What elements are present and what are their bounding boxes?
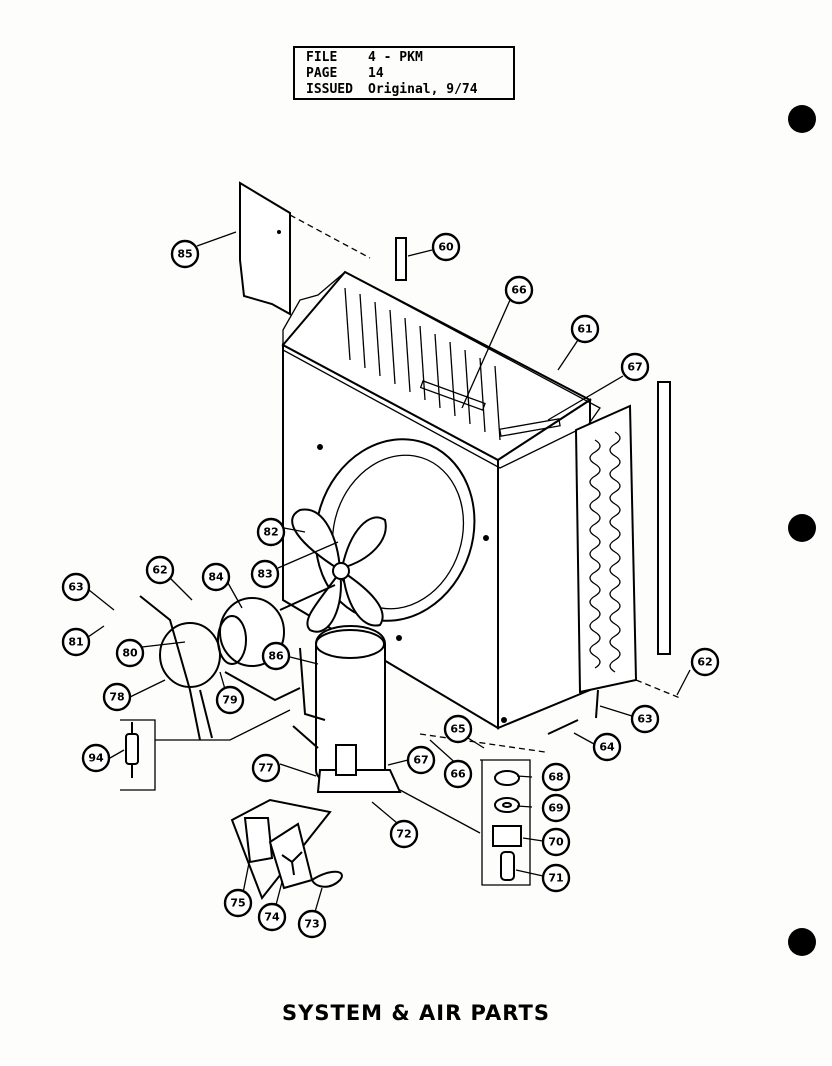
svg-text:81: 81 (68, 636, 83, 649)
callout-69: 69 (541, 793, 571, 823)
callout-63b: 63 (630, 704, 660, 734)
svg-text:65: 65 (450, 723, 465, 736)
svg-text:66: 66 (450, 768, 466, 781)
callout-85: 85 (170, 239, 200, 269)
svg-text:61: 61 (577, 323, 592, 336)
callout-66: 66 (504, 275, 534, 305)
svg-text:70: 70 (548, 836, 564, 849)
callout-65: 65 (443, 714, 473, 744)
diagram-title: SYSTEM & AIR PARTS (282, 1001, 550, 1025)
svg-text:79: 79 (222, 694, 237, 707)
svg-text:69: 69 (548, 802, 563, 815)
callout-61: 61 (570, 314, 600, 344)
svg-text:68: 68 (548, 771, 563, 784)
callout-81: 81 (61, 627, 91, 657)
callout-86: 86 (261, 641, 291, 671)
svg-text:72: 72 (396, 828, 411, 841)
callout-72: 72 (389, 819, 419, 849)
fan-blade (291, 508, 387, 633)
binder-hole (788, 514, 816, 542)
callout-66b: 66 (443, 759, 473, 789)
binder-hole (788, 928, 816, 956)
svg-text:85: 85 (177, 248, 192, 261)
svg-text:71: 71 (548, 872, 563, 885)
callout-64: 64 (592, 732, 622, 762)
svg-text:82: 82 (263, 526, 278, 539)
svg-text:77: 77 (258, 762, 273, 775)
callout-75: 75 (223, 888, 253, 918)
svg-text:75: 75 (230, 897, 245, 910)
callout-63: 63 (61, 572, 91, 602)
cabinet-body (281, 270, 601, 730)
callout-80: 80 (115, 638, 145, 668)
callout-67: 67 (620, 352, 650, 382)
svg-text:64: 64 (599, 741, 615, 754)
callout-77: 77 (251, 753, 281, 783)
capacitor (120, 709, 291, 791)
callout-78: 78 (102, 682, 132, 712)
terminal-parts (230, 798, 343, 900)
mounting-hardware (399, 759, 531, 886)
svg-text:67: 67 (627, 361, 642, 374)
compressor (292, 625, 402, 793)
svg-text:63: 63 (68, 581, 83, 594)
motor-mount (139, 595, 301, 741)
callout-73: 73 (297, 909, 327, 939)
callout-71: 71 (541, 863, 571, 893)
svg-text:78: 78 (109, 691, 124, 704)
svg-text:60: 60 (438, 241, 454, 254)
callout-67b: 67 (406, 745, 436, 775)
top-panel (239, 181, 371, 316)
callout-82: 82 (256, 517, 286, 547)
svg-text:62: 62 (152, 564, 167, 577)
svg-text:62: 62 (697, 656, 712, 669)
svg-text:67: 67 (413, 754, 428, 767)
leader-lines (87, 231, 691, 913)
callout-74: 74 (257, 902, 287, 932)
svg-text:73: 73 (304, 918, 319, 931)
svg-text:66: 66 (511, 284, 527, 297)
callout-94: 94 (81, 743, 111, 773)
callout-84: 84 (201, 562, 231, 592)
svg-text:83: 83 (257, 568, 272, 581)
callout-79: 79 (215, 685, 245, 715)
binder-hole (788, 105, 816, 133)
callout-70: 70 (541, 827, 571, 857)
svg-text:84: 84 (208, 571, 224, 584)
callout-62: 62 (145, 555, 175, 585)
svg-text:94: 94 (88, 752, 104, 765)
svg-text:74: 74 (264, 911, 280, 924)
callout-62b: 62 (690, 647, 720, 677)
callout-83: 83 (250, 559, 280, 589)
callout-60: 60 (431, 232, 461, 262)
svg-text:63: 63 (637, 713, 652, 726)
callout-68: 68 (541, 762, 571, 792)
condenser-coil (574, 404, 681, 699)
svg-text:80: 80 (122, 647, 138, 660)
svg-text:86: 86 (268, 650, 284, 663)
